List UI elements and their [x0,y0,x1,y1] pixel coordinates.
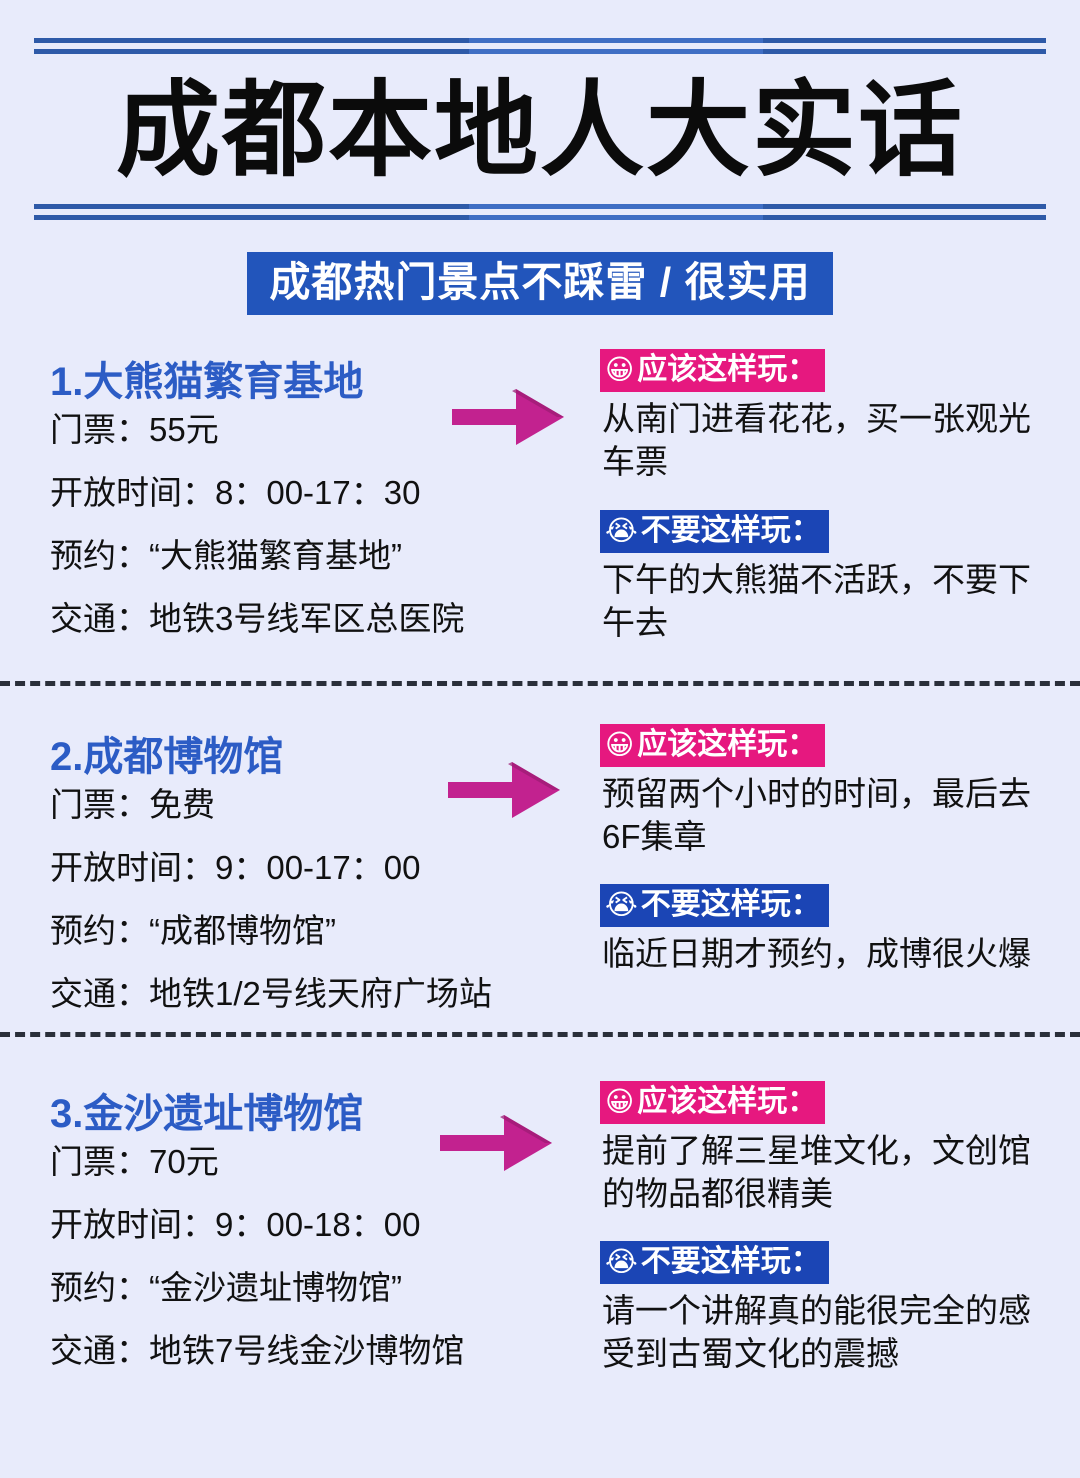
page-header: 成都本地人大实话 成都热门景点不踩雷 / 很实用 [0,38,1080,316]
attraction-section-2: 2.成都博物馆 门票：免费 开放时间：9：00-17：00 预约：“成都博物馆”… [0,723,1080,1010]
smile-emoji-icon: 😀 [605,728,635,760]
tip-bad-3: 😭不要这样玩： 请一个讲解真的能很完全的感受到古蜀文化的震撼 [600,1241,1068,1376]
section-divider-2 [0,1031,1080,1037]
attraction-ticket-2: 门票：免费 [50,785,215,823]
bad-tip-text-3: 请一个讲解真的能很完全的感受到古蜀文化的震撼 [602,1292,1031,1373]
attraction-hours-1: 开放时间：8：00-17：30 [50,474,421,512]
good-tip-text-2: 预留两个小时的时间，最后去6F集章 [602,774,1031,855]
bad-badge-label: 不要这样玩： [640,513,821,547]
attraction-info-3: 3.金沙遗址博物馆 门票：70元 开放时间：9：00-18：00 预约：“金沙遗… [0,1081,600,1377]
crying-emoji-icon: 😭 [605,889,638,921]
attraction-booking-3: 预约：“金沙遗址博物馆” [50,1268,402,1306]
arrow-right-icon [448,758,560,822]
good-badge-label: 应该这样玩： [637,1084,818,1118]
arrow-right-icon [452,385,564,449]
rule-segment [469,204,763,209]
crying-emoji-icon: 😭 [605,1246,638,1278]
attraction-section-3: 3.金沙遗址博物馆 门票：70元 开放时间：9：00-18：00 预约：“金沙遗… [0,1080,1080,1377]
attraction-booking-2: 预约：“成都博物馆” [50,911,336,949]
smile-emoji-icon: 😀 [605,354,635,386]
attraction-ticket-3: 门票：70元 [50,1142,219,1180]
bad-badge-3: 😭不要这样玩： [600,1241,829,1285]
bad-badge-1: 😭不要这样玩： [600,509,829,553]
arrow-right-icon [440,1111,552,1175]
attraction-ticket-1: 门票：55元 [50,411,219,449]
attraction-tips-3: 😀应该这样玩： 提前了解三星堆文化，文创馆的物品都很精美 😭不要这样玩： 请一个… [600,1080,1080,1377]
good-tip-text-1: 从南门进看花花，买一张观光车票 [602,400,1031,480]
good-badge-label: 应该这样玩： [637,727,818,761]
section-divider-1 [0,680,1080,686]
attraction-tips-1: 😀应该这样玩： 从南门进看花花，买一张观光车票 😭不要这样玩： 下午的大熊猫不活… [600,349,1080,645]
good-badge-2: 😀应该这样玩： [600,723,826,767]
attraction-title-1: 1.大熊猫繁育基地 [50,360,364,405]
bad-badge-label: 不要这样玩： [640,1245,821,1279]
tip-good-3: 😀应该这样玩： 提前了解三星堆文化，文创馆的物品都很精美 [600,1080,1068,1216]
attraction-info-2: 2.成都博物馆 门票：免费 开放时间：9：00-17：00 预约：“成都博物馆”… [0,724,600,1010]
tip-bad-2: 😭不要这样玩： 临近日期才预约，成博很火爆 [600,884,1068,976]
attraction-transport-2: 交通：地铁1/2号线天府广场站 [50,974,492,1012]
attraction-transport-1: 交通：地铁3号线军区总医院 [50,600,465,638]
subtitle-banner-wrap: 成都热门景点不踩雷 / 很实用 [0,252,1080,316]
good-tip-text-3: 提前了解三星堆文化，文创馆的物品都很精美 [602,1131,1031,1212]
crying-emoji-icon: 😭 [605,514,638,546]
attraction-tips-2: 😀应该这样玩： 预留两个小时的时间，最后去6F集章 😭不要这样玩： 临近日期才预… [600,723,1080,1010]
subtitle-banner: 成都热门景点不踩雷 / 很实用 [247,252,833,316]
bad-tip-text-1: 下午的大熊猫不活跃，不要下午去 [602,560,1031,641]
tip-good-1: 😀应该这样玩： 从南门进看花花，买一张观光车票 [600,349,1068,484]
attraction-booking-1: 预约：“大熊猫繁育基地” [50,537,402,575]
header-rule-top [34,38,1046,56]
page-title: 成都本地人大实话 [115,73,964,189]
smile-emoji-icon: 😀 [605,1085,635,1117]
rule-segment [469,215,763,220]
attraction-hours-3: 开放时间：9：00-18：00 [50,1205,421,1243]
attraction-info-1: 1.大熊猫繁育基地 门票：55元 开放时间：8：00-17：30 预约：“大熊猫… [0,349,600,645]
attraction-transport-3: 交通：地铁7号线金沙博物馆 [50,1331,465,1369]
attraction-section-1: 1.大熊猫繁育基地 门票：55元 开放时间：8：00-17：30 预约：“大熊猫… [0,349,1080,645]
good-badge-3: 😀应该这样玩： [600,1080,826,1124]
tip-good-2: 😀应该这样玩： 预留两个小时的时间，最后去6F集章 [600,723,1068,859]
bad-badge-2: 😭不要这样玩： [600,884,829,928]
good-badge-1: 😀应该这样玩： [600,349,826,393]
rule-segment [469,49,763,54]
attraction-title-2: 2.成都博物馆 [50,734,284,779]
rule-segment [469,38,763,43]
bad-badge-label: 不要这样玩： [640,888,821,922]
attraction-title-3: 3.金沙遗址博物馆 [50,1091,364,1136]
header-rule-bottom [34,204,1046,222]
bad-tip-text-2: 临近日期才预约，成博很火爆 [602,935,1031,973]
good-badge-label: 应该这样玩： [637,353,818,387]
tip-bad-1: 😭不要这样玩： 下午的大熊猫不活跃，不要下午去 [600,509,1068,645]
attraction-hours-2: 开放时间：9：00-17：00 [50,848,421,886]
